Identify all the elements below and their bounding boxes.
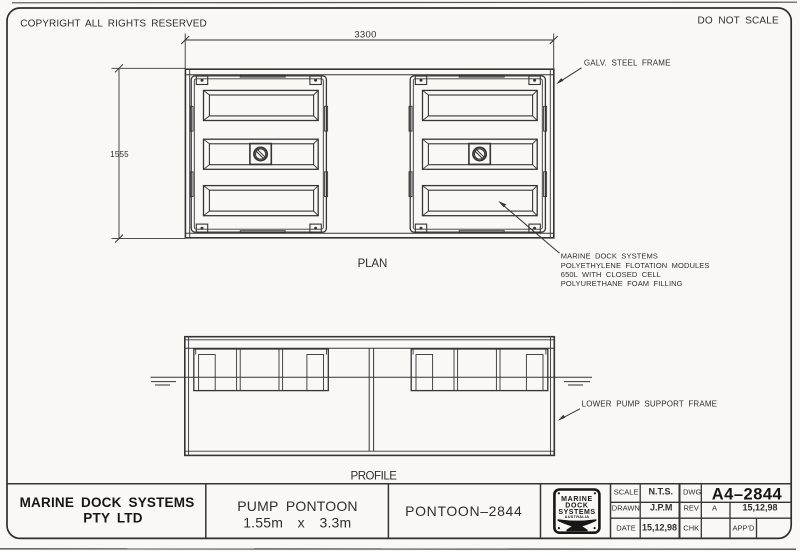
svg-text:J.P.M: J.P.M	[650, 503, 672, 513]
svg-text:DO NOT SCALE: DO NOT SCALE	[698, 16, 779, 27]
svg-text:SCALE: SCALE	[614, 487, 639, 496]
svg-text:AUSTRALIA: AUSTRALIA	[565, 515, 590, 519]
svg-text:MARINE DOCK SYSTEMS: MARINE DOCK SYSTEMS	[561, 252, 658, 261]
svg-text:1555: 1555	[110, 150, 129, 159]
svg-text:POLYURETHANE FOAM FILLING: POLYURETHANE FOAM FILLING	[561, 279, 683, 288]
svg-text:1.55m x 3.3m: 1.55m x 3.3m	[243, 514, 351, 530]
svg-text:REV: REV	[684, 503, 699, 512]
svg-text:N.T.S.: N.T.S.	[649, 487, 674, 497]
svg-text:PUMP PONTOON: PUMP PONTOON	[237, 498, 358, 514]
svg-text:DATE: DATE	[616, 523, 635, 532]
svg-text:LOWER PUMP SUPPORT FRAME: LOWER PUMP SUPPORT FRAME	[582, 400, 718, 409]
svg-text:COPYRIGHT ALL RIGHTS RESERVED: COPYRIGHT ALL RIGHTS RESERVED	[20, 18, 207, 29]
svg-text:PTY LTD: PTY LTD	[83, 510, 142, 525]
svg-text:15,12,98: 15,12,98	[642, 523, 677, 533]
svg-text:MARINE DOCK SYSTEMS: MARINE DOCK SYSTEMS	[20, 495, 195, 510]
svg-text:650L WITH CLOSED CELL: 650L WITH CLOSED CELL	[561, 270, 661, 279]
svg-text:15,12,98: 15,12,98	[742, 503, 777, 513]
svg-text:PONTOON–2844: PONTOON–2844	[405, 503, 522, 519]
svg-text:DWG: DWG	[683, 487, 701, 496]
svg-text:APP'D: APP'D	[733, 523, 755, 532]
svg-text:PLAN: PLAN	[358, 258, 388, 270]
svg-text:GALV. STEEL FRAME: GALV. STEEL FRAME	[584, 59, 671, 68]
svg-text:DRAWN: DRAWN	[612, 503, 640, 512]
svg-text:CHK: CHK	[683, 523, 699, 532]
svg-text:POLYETHYLENE FLOTATION MODULES: POLYETHYLENE FLOTATION MODULES	[561, 261, 710, 270]
svg-text:3300: 3300	[354, 30, 376, 41]
svg-text:A4–2844: A4–2844	[712, 485, 783, 503]
svg-text:A: A	[712, 503, 717, 512]
svg-text:PROFILE: PROFILE	[350, 471, 397, 483]
